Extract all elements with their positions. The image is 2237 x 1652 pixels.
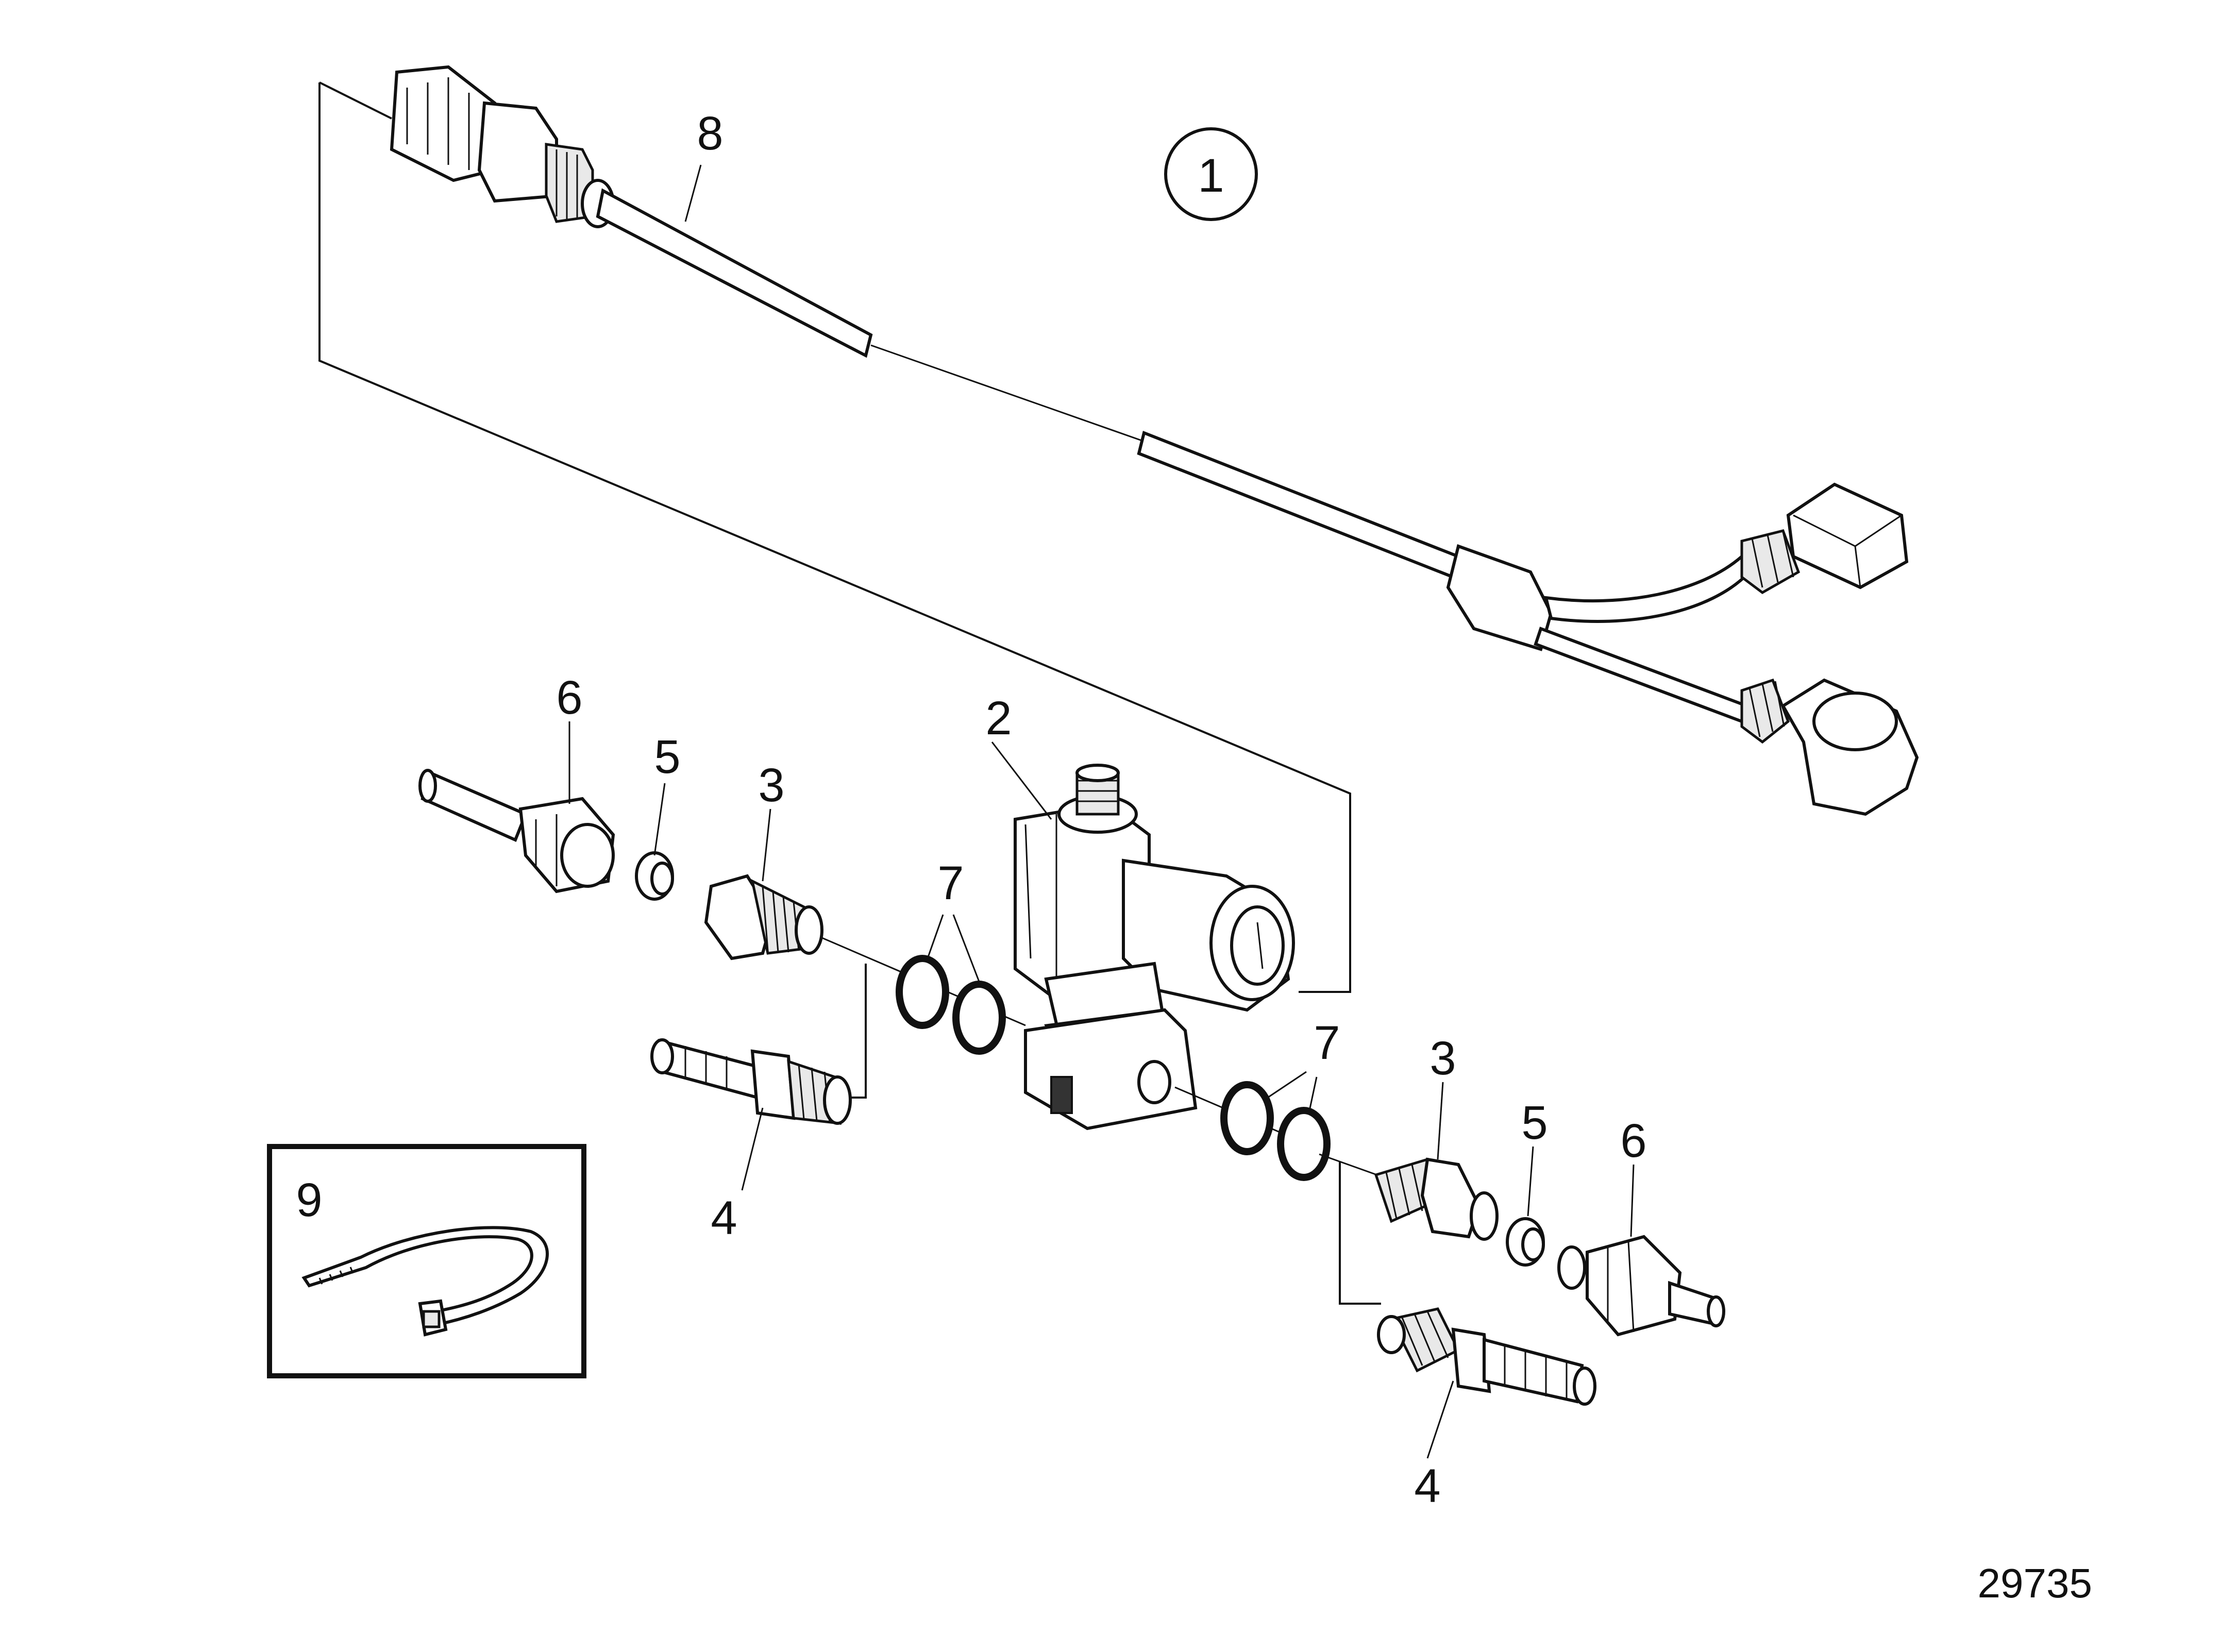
harness-bracket-lines <box>318 81 1351 993</box>
callout-4-left: 4 <box>711 1192 737 1244</box>
callout-2: 2 <box>985 692 1012 745</box>
callout-5-left: 5 <box>654 731 680 783</box>
drawing-number: 29735 <box>1978 1560 2092 1606</box>
assembly-callout-circle <box>1164 127 1258 221</box>
callout-9: 9 <box>296 1174 322 1226</box>
solenoid-valve <box>1014 764 1295 1131</box>
callout-7-left: 7 <box>937 857 964 909</box>
callout-7-right: 7 <box>1314 1017 1340 1069</box>
callout-6-left: 6 <box>556 671 582 724</box>
cable-tie-inset <box>267 1144 586 1378</box>
callout-8: 8 <box>697 107 723 160</box>
leader-lines <box>568 164 1635 1459</box>
right-tube-assembly <box>1174 1071 1725 1406</box>
assembly-callout-label: 1 <box>1198 149 1224 202</box>
callout-5-right: 5 <box>1521 1097 1548 1149</box>
wiring-harness <box>390 65 1919 816</box>
callout-3-left: 3 <box>758 759 784 812</box>
callout-6-right: 6 <box>1620 1115 1646 1167</box>
callout-4-right: 4 <box>1414 1460 1440 1512</box>
callout-3-right: 3 <box>1429 1032 1456 1085</box>
harness-connector-nut <box>390 65 615 228</box>
left-tube-assembly <box>418 769 1026 1125</box>
